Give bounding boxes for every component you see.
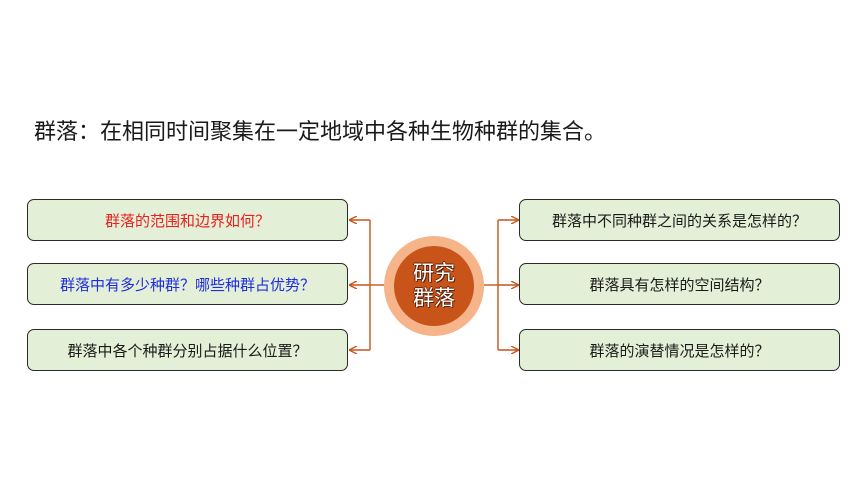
question-text: 群落中有多少种群？哪些种群占优势？ — [59, 275, 315, 294]
hub-label-line2: 群落 — [413, 286, 455, 310]
question-text: 群落中各个种群分别占据什么位置？ — [67, 341, 308, 360]
question-text: 群落中不同种群之间的关系是怎样的？ — [551, 211, 807, 230]
hub-label-line1: 研究 — [413, 261, 455, 285]
question-text: 群落的演替情况是怎样的？ — [589, 341, 770, 360]
question-box-succession: 群落的演替情况是怎样的？ — [519, 329, 840, 371]
question-text: 群落的范围和边界如何？ — [104, 211, 270, 230]
question-box-population-count: 群落中有多少种群？哪些种群占优势？ — [27, 263, 348, 305]
hub-circle: 研究 群落 — [394, 246, 474, 326]
question-box-interspecies-relations: 群落中不同种群之间的关系是怎样的？ — [519, 199, 840, 241]
question-text: 群落具有怎样的空间结构？ — [589, 275, 770, 294]
question-box-spatial-structure: 群落具有怎样的空间结构？ — [519, 263, 840, 305]
question-box-niche-position: 群落中各个种群分别占据什么位置？ — [27, 329, 348, 371]
question-box-range-boundary: 群落的范围和边界如何？ — [27, 199, 348, 241]
definition-text: 群落：在相同时间聚集在一定地域中各种生物种群的集合。 — [34, 120, 607, 145]
